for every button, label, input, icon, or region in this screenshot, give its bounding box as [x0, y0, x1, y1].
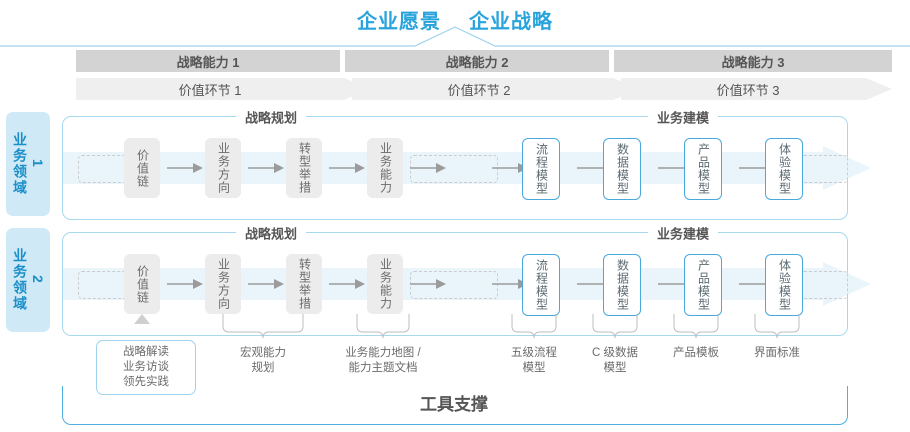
sidebar-item-domain-1[interactable]: 业务领域 1	[6, 112, 50, 216]
node-r1-business-direction[interactable]: 业务方向	[205, 138, 241, 198]
node-r2-business-direction[interactable]: 业务方向	[205, 254, 241, 314]
tool-label-line: 业务能力地图 /	[345, 347, 421, 359]
sidebar-item-domain-2[interactable]: 业务领域 2	[6, 228, 50, 332]
node-r1-product-model[interactable]: 产品模型	[684, 138, 722, 200]
node-r1-transform-measure[interactable]: 转型举措	[286, 138, 322, 198]
tool-label-five-level-process-model: 五级流程 模型	[489, 346, 579, 376]
tool-label-line: 领先实践	[123, 376, 169, 388]
section-header-left-row2: 战略规划	[235, 223, 307, 243]
tool-label-line: 宏观能力	[240, 347, 286, 359]
capability-bar-3: 战略能力 3	[614, 50, 892, 72]
node-r1-process-model[interactable]: 流程模型	[522, 138, 560, 200]
value-chain-label-2: 价值环节 2	[447, 82, 511, 98]
section-header-left-row1: 战略规划	[235, 107, 307, 127]
section-header-right-row2: 业务建模	[647, 223, 719, 243]
tool-label-line: 模型	[522, 362, 546, 374]
dash-placeholder-r1-b	[410, 155, 498, 183]
flow-arrows-row2	[167, 279, 775, 289]
capability-bar-1: 战略能力 1	[76, 50, 340, 72]
tool-label-capability-map: 业务能力地图 / 能力主题文档	[318, 346, 448, 376]
tool-label-line: 产品模板	[673, 347, 719, 359]
title-vee-connector	[0, 26, 910, 47]
capability-bar-2: 战略能力 2	[345, 50, 609, 72]
tool-label-macro-capability-planning: 宏观能力 规划	[213, 346, 313, 376]
footer-container	[62, 386, 848, 425]
tool-label-line: 五级流程	[511, 347, 557, 359]
tool-label-ui-standard: 界面标准	[732, 346, 822, 361]
tool-label-product-template: 产品模板	[651, 346, 741, 361]
tool-label-line: 战略解读	[123, 346, 169, 358]
sidebar-num-domain-2: 2	[30, 275, 46, 285]
node-r2-experience-model[interactable]: 体验模型	[765, 254, 803, 316]
dash-placeholder-r2-b	[410, 271, 498, 299]
tool-label-strategy-interpretation[interactable]: 战略解读 业务访谈 领先实践	[96, 340, 196, 395]
tool-label-line: C 级数据	[592, 347, 638, 359]
node-r2-value-chain[interactable]: 价值链	[124, 254, 160, 314]
value-chain-label-3: 价值环节 3	[716, 82, 780, 98]
node-r1-value-chain[interactable]: 价值链	[124, 138, 160, 198]
node-r2-data-model[interactable]: 数据模型	[603, 254, 641, 316]
tool-label-line: 界面标准	[754, 347, 800, 359]
process-band-row1	[63, 146, 871, 190]
tool-label-line: 能力主题文档	[348, 362, 418, 374]
title-enterprise-strategy: 企业战略	[469, 10, 553, 33]
node-r1-data-model[interactable]: 数据模型	[603, 138, 641, 200]
node-r2-process-model[interactable]: 流程模型	[522, 254, 560, 316]
tool-label-line: 模型	[603, 362, 627, 374]
node-r1-experience-model[interactable]: 体验模型	[765, 138, 803, 200]
node-r2-transform-measure[interactable]: 转型举措	[286, 254, 322, 314]
node-r2-product-model[interactable]: 产品模型	[684, 254, 722, 316]
tool-label-line: 规划	[251, 362, 275, 374]
tool-connectors	[134, 314, 800, 340]
section-header-right-row1: 业务建模	[647, 107, 719, 127]
node-r1-business-capability[interactable]: 业务能力	[367, 138, 403, 198]
diagram-title: 企业愿景 企业战略	[0, 4, 910, 34]
sidebar-num-domain-1: 1	[30, 159, 46, 169]
node-r2-business-capability[interactable]: 业务能力	[367, 254, 403, 314]
sidebar-label-domain-2: 业务领域	[12, 248, 28, 312]
value-chain-chevrons	[76, 78, 892, 100]
tool-label-c-level-data-model: C 级数据 模型	[570, 346, 660, 376]
title-enterprise-vision: 企业愿景	[357, 10, 441, 33]
flow-arrows-row1	[167, 163, 775, 173]
sidebar-label-domain-1: 业务领域	[12, 132, 28, 196]
value-chain-label-1: 价值环节 1	[178, 82, 242, 98]
tool-label-line: 业务访谈	[123, 361, 169, 373]
footer-title: 工具支撑	[420, 395, 488, 414]
process-band-row2	[63, 262, 871, 306]
